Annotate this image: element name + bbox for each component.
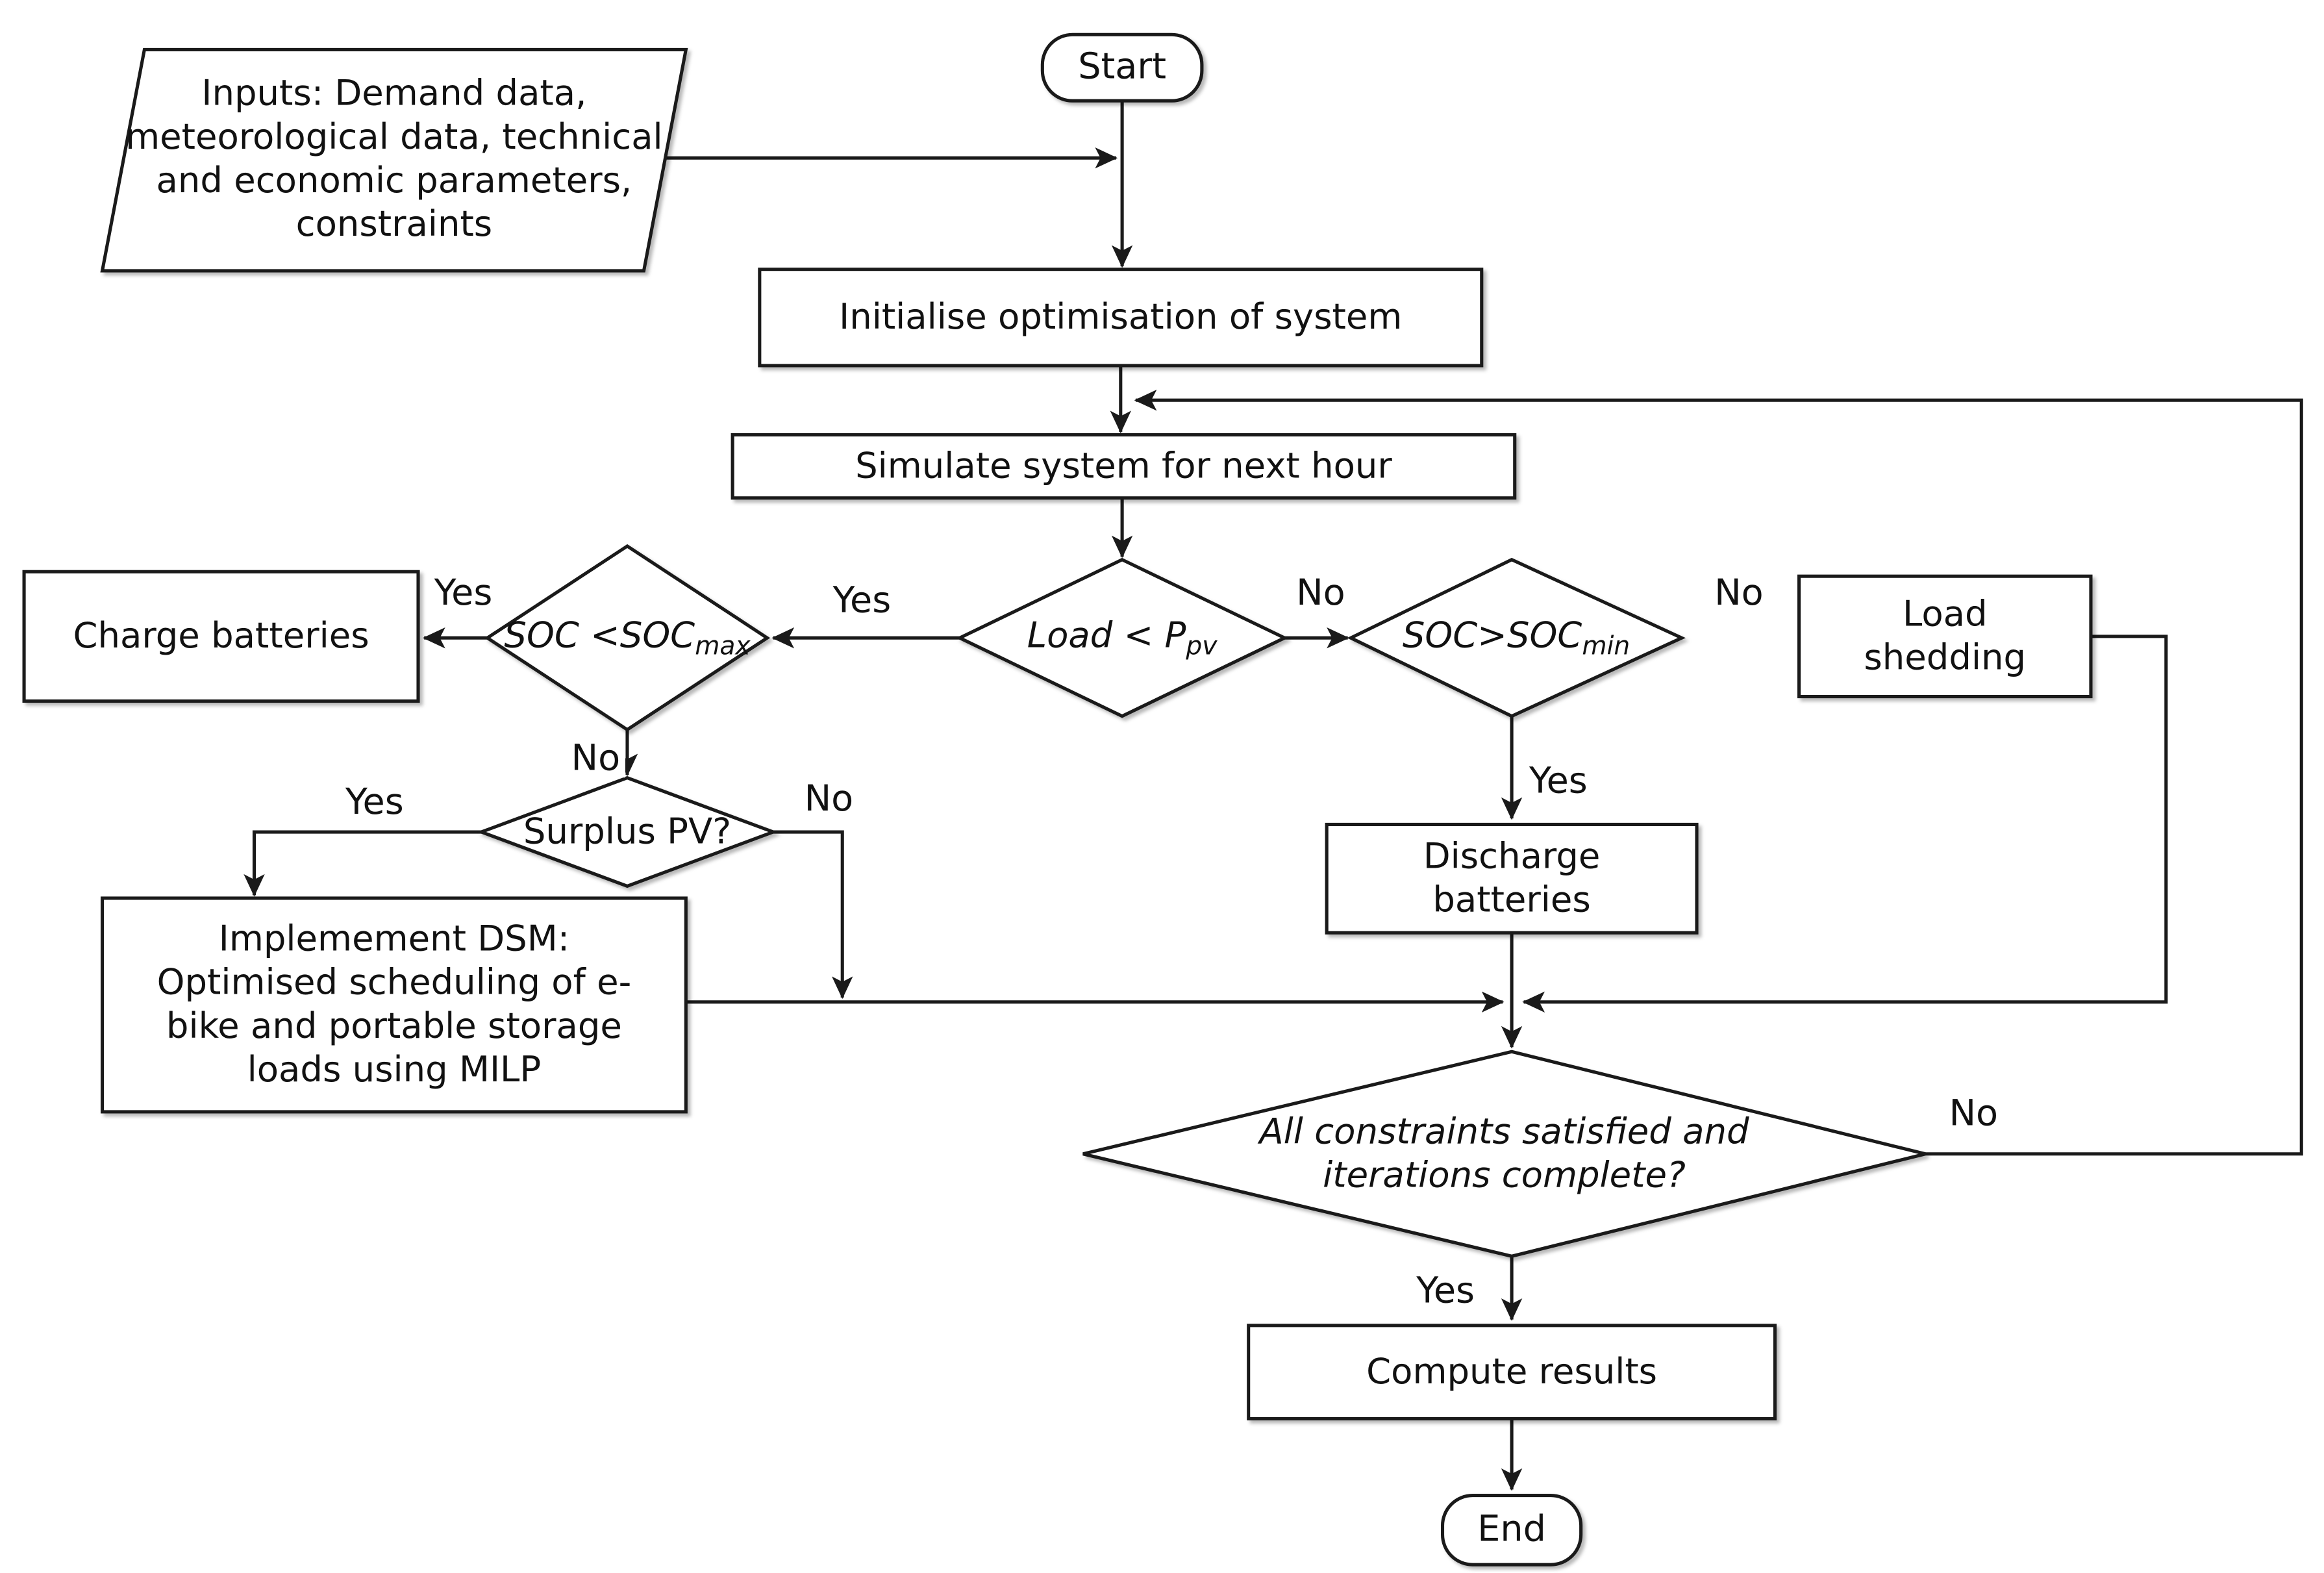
compute-process-shape <box>1247 1324 1777 1421</box>
dsm-process-shape <box>100 896 688 1114</box>
loadppv-decision-shape <box>956 557 1289 718</box>
start-terminator-shape <box>1040 32 1204 103</box>
initialise-process-shape <box>758 268 1484 368</box>
inputs-parallelogram-shape <box>100 47 688 273</box>
socmin-decision-shape <box>1347 557 1686 718</box>
charge-process-shape <box>22 570 420 703</box>
edge-surplus-yes-to-dsm <box>244 830 482 897</box>
edge-constraints-no-loopback <box>1134 389 2303 1156</box>
end-terminator-shape <box>1440 1494 1583 1567</box>
shedding-process-shape <box>1797 574 2093 699</box>
constraints-decision-shape <box>1082 1050 1926 1258</box>
surplus-decision-shape <box>476 775 779 888</box>
discharge-process-shape <box>1325 822 1699 935</box>
simulate-process-shape <box>731 433 1517 500</box>
edge-shedding-to-junction <box>1522 635 2168 1013</box>
socmax-decision-shape <box>484 544 771 732</box>
edges-layer <box>244 101 2303 1491</box>
shapes-layer <box>22 32 2093 1567</box>
edge-surplus-no-to-junction <box>773 830 853 1000</box>
